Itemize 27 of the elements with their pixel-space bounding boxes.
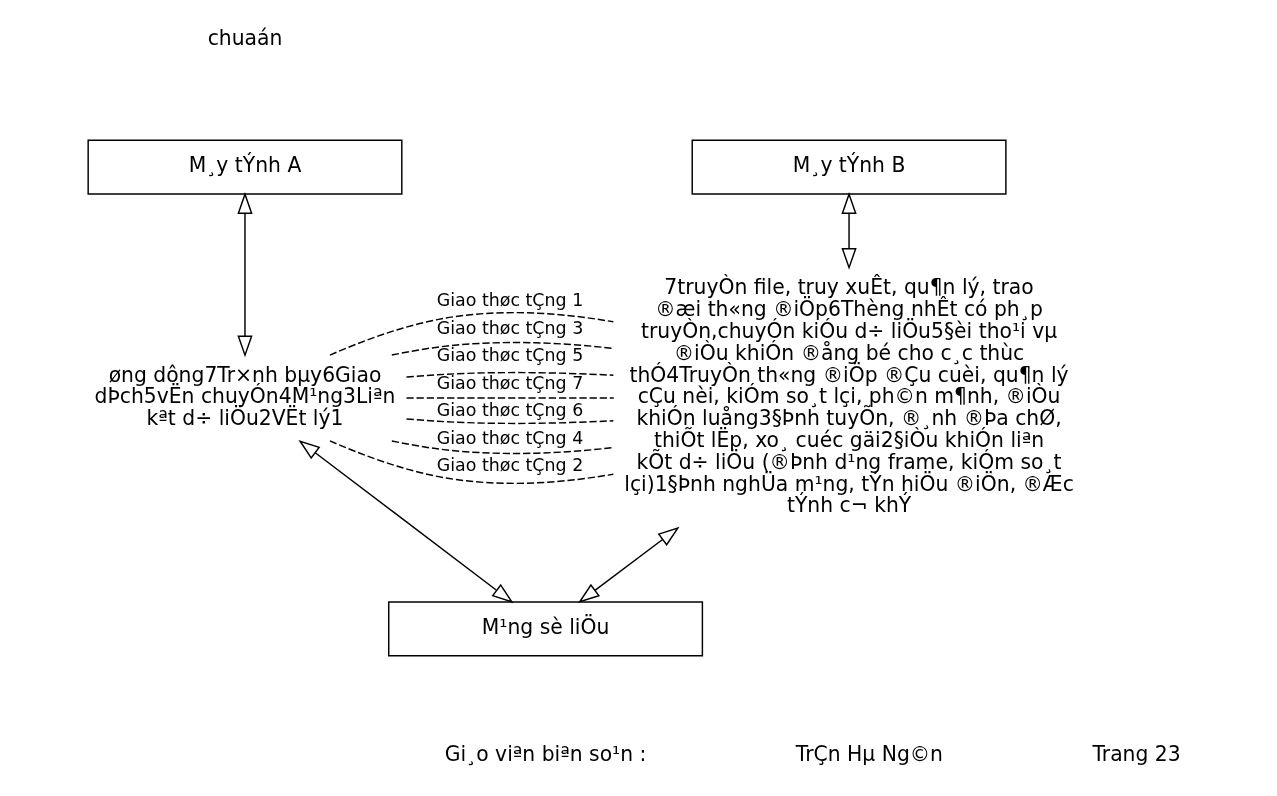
arrow xyxy=(237,192,253,358)
connector xyxy=(391,341,615,356)
edge-label: Giao thøc tÇng 1 xyxy=(436,289,584,310)
node-box: M¸y tÝnh A xyxy=(87,139,403,195)
edge-label: Giao thøc tÇng 7 xyxy=(436,372,584,393)
label: Trang 23 xyxy=(1092,742,1181,767)
node-text: 7truyÒn file, truy xuÊt, qu¶n lý, trao ®æi th«ng ®iÖp6Thèng nhÊt có ph¸p truyÒn,chuyÓn kiÓu d÷ liÖu5§èi tho¹i vµ ®iÒu khiÓn ®ång bé cho c¸c thùc thÓ4TruyÒn th«ng ®iÖp ®Çu cuèi, qu¶n lý cÇu nèi, kiÓm so¸t lçi, ph©n m¶nh, ®iÒu khiÓn luång3§Þnh tuyÕn, ®¸nh ®Þa chØ, thiÕt lËp, xo¸ cuéc gäi2§iÒu khiÓn liªn kÕt d÷ liÖu (®Þnh d¹ng frame, kiÓm so¸t lçi)1§Þnh nghÜa m¹ng, tÝn hiÖu ®iÖn, ®Æc tÝnh c¬ khÝ xyxy=(624,275,1074,518)
node-text: øng dông7Tr×nh bµy6Giao dÞch5vËn chuyÓn4M¹ng3Liªn kªt d÷ liÖu2VËt lý1 xyxy=(94,362,396,431)
edge-label: Giao thøc tÇng 6 xyxy=(436,400,584,421)
label: chuaán xyxy=(207,26,283,51)
connector xyxy=(405,418,615,425)
node-box: M¹ng sè liÖu xyxy=(388,601,704,657)
arrow xyxy=(578,526,680,604)
connector xyxy=(405,371,615,378)
edge-label: Giao thøc tÇng 4 xyxy=(436,427,584,448)
label: Gi¸o viªn biªn so¹n : xyxy=(444,742,647,767)
node-box: M¸y tÝnh B xyxy=(691,139,1007,195)
connector xyxy=(391,440,615,455)
label: TrÇn Hµ Ng©n xyxy=(795,742,943,767)
connector xyxy=(405,397,615,399)
arrow xyxy=(298,439,514,604)
edge-label: Giao thøc tÇng 2 xyxy=(436,455,584,476)
connector xyxy=(329,440,615,485)
connector xyxy=(329,311,615,356)
arrow xyxy=(841,192,857,270)
edge-label: Giao thøc tÇng 5 xyxy=(436,345,584,366)
edge-label: Giao thøc tÇng 3 xyxy=(436,317,584,338)
